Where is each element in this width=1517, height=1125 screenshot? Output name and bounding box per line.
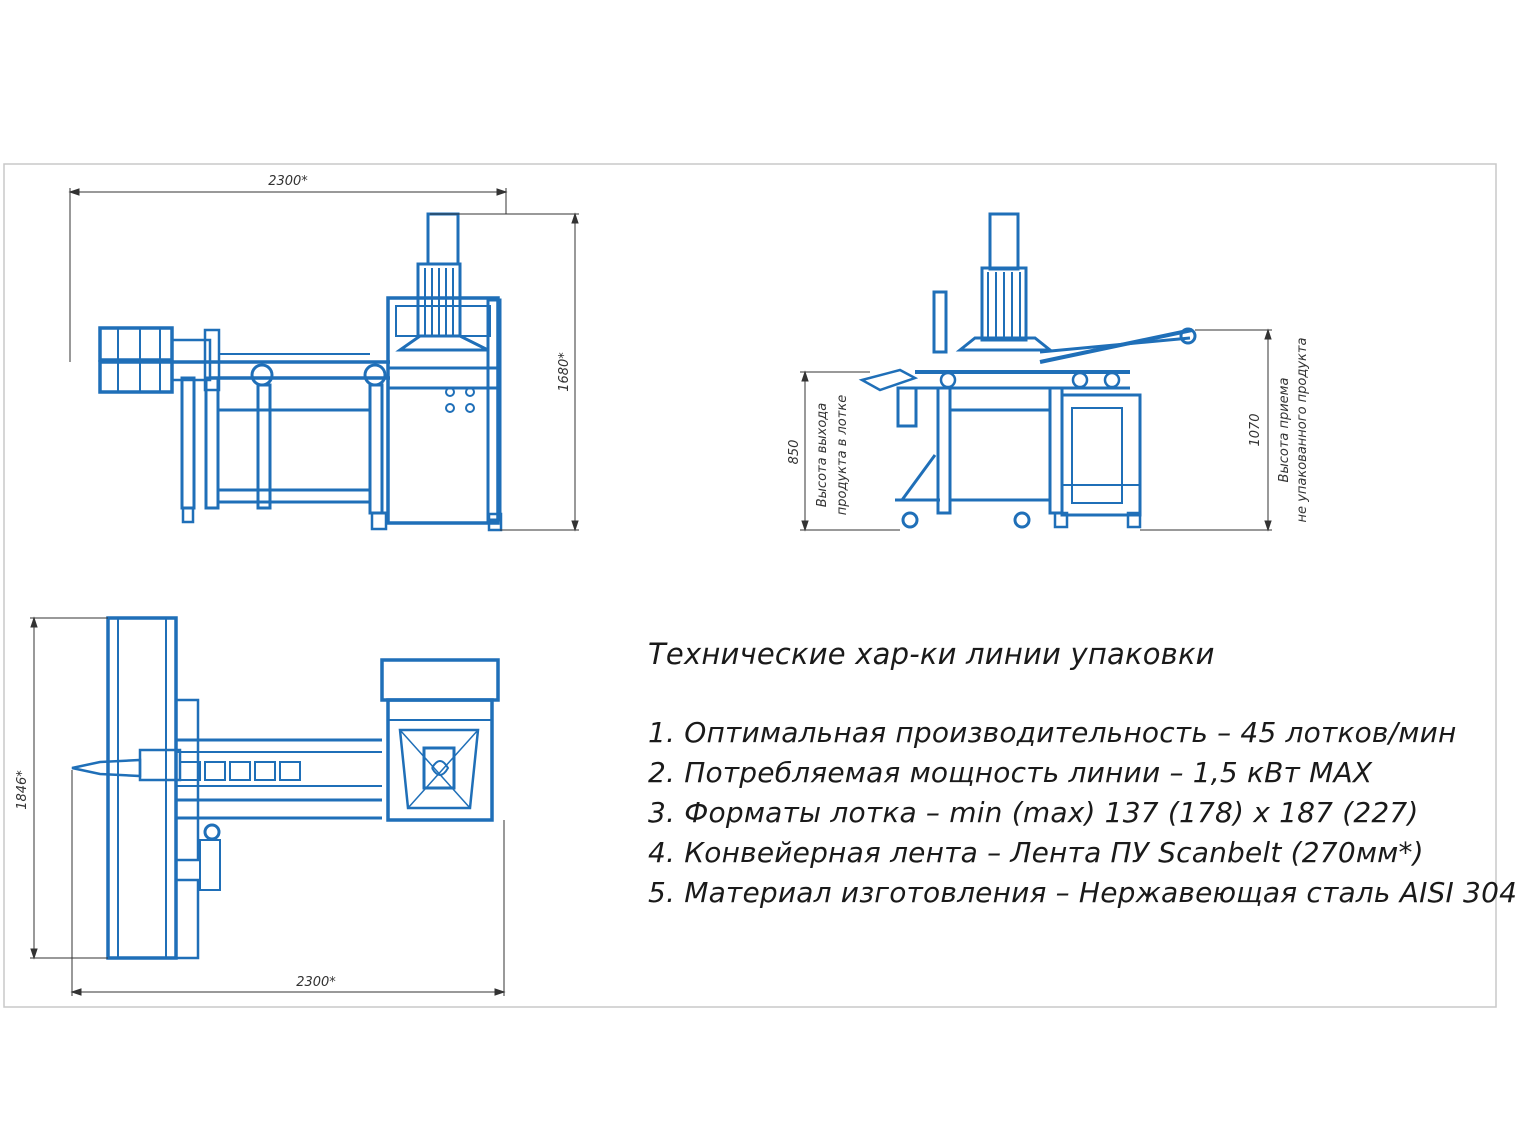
- spec-line-2: 2. Потребляемая мощность линии – 1,5 кВт…: [648, 756, 1373, 789]
- side-in-height-dimension: 1070: [1248, 413, 1263, 446]
- spec-line-4: 4. Конвейерная лента – Лента ПУ Scanbelt…: [648, 836, 1424, 869]
- front-width-dimension: 2300*: [268, 174, 308, 189]
- front-dimension-lines: [68, 188, 579, 532]
- side-view: [858, 212, 1197, 529]
- spec-line-5: 5. Материал изготовления – Нержавеющая с…: [648, 876, 1517, 909]
- specs-title: Технические хар-ки линии упаковки: [648, 637, 1215, 671]
- top-dimension-lines: [30, 616, 506, 996]
- side-in-height-label-2: не упакованного продукта: [1295, 338, 1310, 523]
- top-depth-dimension: 1846*: [15, 770, 30, 810]
- front-view: [98, 212, 503, 532]
- spec-line-3: 3. Форматы лотка – min (max) 137 (178) x…: [648, 796, 1419, 829]
- side-out-height-label-1: Высота выхода: [815, 403, 830, 508]
- spec-line-1: 1. Оптимальная производительность – 45 л…: [648, 716, 1457, 749]
- side-out-height-label-2: продукта в лотке: [835, 395, 850, 515]
- top-view: [71, 616, 500, 960]
- side-dimension-lines: [800, 328, 1272, 532]
- side-out-height-dimension: 850: [787, 440, 802, 465]
- side-in-height-label-1: Высота приема: [1277, 378, 1292, 483]
- front-height-dimension: 1680*: [557, 352, 572, 392]
- top-width-dimension: 2300*: [296, 975, 336, 990]
- sheet-frame: [3, 163, 1497, 1008]
